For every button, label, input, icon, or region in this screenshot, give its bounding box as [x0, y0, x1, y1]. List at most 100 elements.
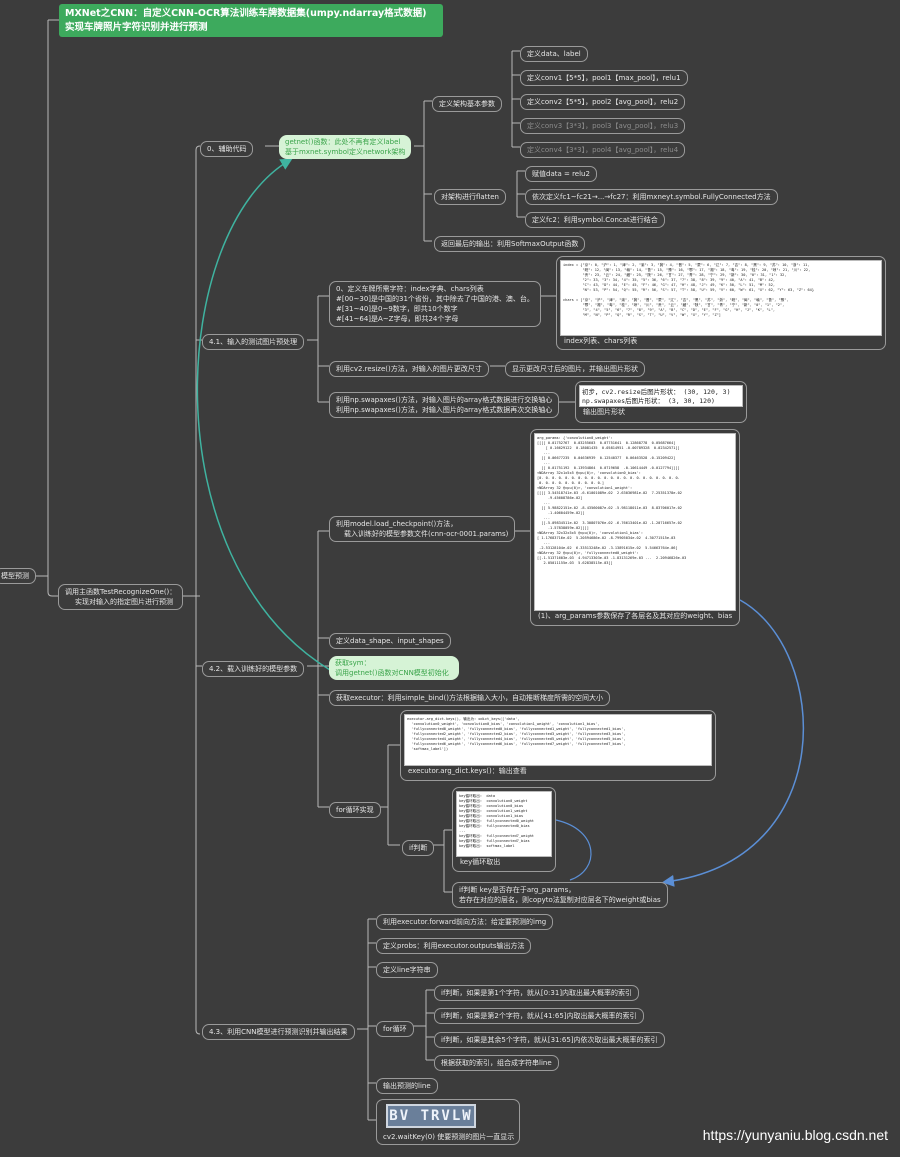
arch-item-0-label: 定义data、label: [527, 50, 581, 58]
node-if-key-in-params[interactable]: if判断 key是否存在于arg_params， 若存在对应的层名，则copyt…: [452, 882, 668, 908]
for-item-0[interactable]: if判断，如果是第1个字符，就从[0:31]内取出最大概率的索引: [434, 985, 640, 1001]
node-forward[interactable]: 利用executor.forward前向方法：给定要预测的img: [376, 914, 554, 930]
define-index-line-3: #[31~40]是0~9数字，即共10个数字: [336, 305, 458, 313]
node-return-output-label: 返回最后的输出：利用SoftmaxOutput函数: [441, 240, 579, 248]
node-load-checkpoint[interactable]: 利用model.load_checkpoint()方法， 载入训练好的模型参数文…: [329, 516, 516, 542]
resize-note-label: 显示更改尺寸后的图片，并输出图片形状: [512, 365, 638, 373]
define-shapes-label: 定义data_shape、input_shapes: [336, 637, 444, 645]
node-line-string[interactable]: 定义line字符串: [376, 962, 438, 978]
for-item-1[interactable]: if判断，如果是第2个字符，就从[41:65]内取出最大概率的索引: [434, 1008, 644, 1024]
root-label: 模型预测: [1, 572, 29, 580]
shape-output-image: 初步，cv2.resize后图片形状： (30, 120, 3) np.swap…: [579, 385, 743, 407]
node-get-sym[interactable]: 获取sym： 调用getnet()函数对CNN模型初始化: [329, 656, 459, 680]
node-flatten-label: 对架构进行flatten: [441, 193, 499, 201]
branch-test-recognize-line-2: 实现对输入的指定图片进行预测: [75, 598, 173, 606]
root-connector: [47, 20, 58, 597]
root-node[interactable]: 模型预测: [0, 568, 36, 584]
arch-item-4[interactable]: 定义conv4【3*3】，pool4【avg_pool】，relu4: [520, 142, 686, 158]
swapaxes-line-1: 利用np.swapaxes()方法，对输入图片的array格式数据进行交换轴心: [336, 396, 553, 404]
arch-item-1[interactable]: 定义conv1【5*5】，pool1【max_pool】，relu1: [520, 70, 688, 86]
executor-label: 获取executor：利用simple_bind()方法根据输入大小，自动推断梯…: [336, 694, 603, 702]
get-sym-line-1: 获取sym：: [335, 659, 371, 667]
arch-item-4-label: 定义conv4【3*3】，pool4【avg_pool】，relu4: [527, 146, 679, 154]
node-probs[interactable]: 定义probs：利用executor.outputs输出方法: [376, 938, 532, 954]
node-define-arch[interactable]: 定义架构基本参数: [432, 96, 502, 112]
title-line-2: 实现车牌照片字符识别并进行预测: [65, 22, 208, 33]
branch-helper-code-label: 0、辅助代码: [207, 145, 247, 153]
index-chars-card[interactable]: index = {"京": 0, "沪": 1, "津": 2, "渝": 3,…: [556, 256, 886, 350]
section-4-3[interactable]: 4.3、利用CNN模型进行预测识别并输出结果: [202, 1024, 355, 1040]
node-swapaxes[interactable]: 利用np.swapaxes()方法，对输入图片的array格式数据进行交换轴心 …: [329, 392, 560, 418]
index-chars-code-image: index = {"京": 0, "沪": 1, "津": 2, "渝": 3,…: [560, 260, 882, 336]
arch-item-3-label: 定义conv3【3*3】，pool3【avg_pool】，relu3: [527, 122, 679, 130]
arg-dict-keys-code: executor.arg_dict.keys(), 输出为: odict_key…: [407, 717, 626, 751]
for-item-2-label: if判断，如果是其余5个字符，就从[31:65]内依次取出最大概率的索引: [441, 1036, 658, 1044]
arg-params-code-image: arg_params: {'convolution0_weight': [[[[…: [534, 433, 736, 611]
index-chars-caption: index列表、chars列表: [564, 337, 638, 345]
node-define-arch-label: 定义架构基本参数: [439, 100, 495, 108]
arg-dict-keys-image: executor.arg_dict.keys(), 输出为: odict_key…: [404, 714, 712, 766]
node-define-shapes[interactable]: 定义data_shape、input_shapes: [329, 633, 451, 649]
load-checkpoint-line-2: 载入训练好的模型参数文件(cnn-ocr-0001.params): [344, 530, 509, 538]
for-loop-label: for循环实现: [336, 806, 374, 814]
getsym-to-getnet-arrow: [196, 158, 331, 671]
cv2-resize-label: 利用cv2.resize()方法，对输入的图片更改尺寸: [336, 365, 482, 373]
branch-test-recognize-line-1: 调用主函数TestRecognizeOne()：: [65, 588, 177, 596]
params-to-copyto-arrow: [662, 599, 805, 887]
section-4-2-label: 4.2、载入训练好的模型参数: [209, 665, 298, 673]
arch-item-3[interactable]: 定义conv3【3*3】，pool3【avg_pool】，relu3: [520, 118, 686, 134]
shape-output-card[interactable]: 初步，cv2.resize后图片形状： (30, 120, 3) np.swap…: [575, 381, 747, 423]
line-string-label: 定义line字符串: [383, 966, 431, 974]
branch-connector: [195, 596, 201, 1035]
node-output-line[interactable]: 输出预测的line: [376, 1078, 438, 1094]
flatten-item-2[interactable]: 定义fc2：利用symbol.Concat进行结合: [525, 212, 665, 228]
key-loop-code: key循环取出: data key循环取出: convolution0_weig…: [459, 794, 534, 848]
arch-item-2[interactable]: 定义conv2【5*5】，pool2【avg_pool】，relu2: [520, 94, 686, 110]
flatten-item-0[interactable]: 赋值data = relu2: [525, 166, 597, 182]
getnet-note-line-1: getnet()函数：此处不再有定义label: [285, 138, 401, 146]
node-cv2-resize[interactable]: 利用cv2.resize()方法，对输入的图片更改尺寸: [329, 361, 489, 377]
branch-test-recognize[interactable]: 调用主函数TestRecognizeOne()： 实现对输入的指定图片进行预测: [58, 584, 184, 610]
shape-line-1: 初步，cv2.resize后图片形状： (30, 120, 3): [582, 388, 731, 396]
node-flatten[interactable]: 对架构进行flatten: [434, 189, 506, 205]
title-line-1: MXNet之CNN：自定义CNN-OCR算法训练车牌数据集(umpy.ndarr…: [65, 8, 427, 19]
arg-dict-keys-caption: executor.arg_dict.keys()：输出查看: [408, 767, 527, 775]
arch-item-2-label: 定义conv2【5*5】，pool2【avg_pool】，relu2: [527, 98, 679, 106]
section-4-1[interactable]: 4.1、输入的测试图片预处理: [202, 334, 305, 350]
arg-params-caption: (1)、arg_params参数保存了各层名及其对应的weight、bias: [538, 612, 733, 620]
arg-params-card[interactable]: arg_params: {'convolution0_weight': [[[[…: [530, 429, 740, 626]
node-if-judge[interactable]: if判断: [402, 840, 435, 856]
for-item-0-label: if判断，如果是第1个字符，就从[0:31]内取出最大概率的索引: [441, 989, 633, 997]
branch-connector: [195, 145, 201, 597]
branch-helper-code[interactable]: 0、辅助代码: [200, 141, 254, 157]
waitkey-caption: cv2.waitKey(0) 使要预测的图片一直显示: [383, 1133, 515, 1141]
get-sym-line-2: 调用getnet()函数对CNN模型初始化: [335, 669, 449, 677]
section-4-2[interactable]: 4.2、载入训练好的模型参数: [202, 661, 305, 677]
probs-label: 定义probs：利用executor.outputs输出方法: [383, 942, 525, 950]
forward-label: 利用executor.forward前向方法：给定要预测的img: [383, 918, 547, 926]
key-loop-card[interactable]: key循环取出: data key循环取出: convolution0_weig…: [452, 787, 556, 872]
node-executor[interactable]: 获取executor：利用simple_bind()方法根据输入大小，自动推断梯…: [329, 690, 610, 706]
node-resize-note[interactable]: 显示更改尺寸后的图片，并输出图片形状: [505, 361, 645, 377]
index-chars-code: index = {"京": 0, "沪": 1, "津": 2, "渝": 3,…: [563, 263, 814, 317]
arg-dict-keys-card[interactable]: executor.arg_dict.keys(), 输出为: odict_key…: [400, 710, 716, 781]
node-return-output[interactable]: 返回最后的输出：利用SoftmaxOutput函数: [434, 236, 586, 252]
for-item-2[interactable]: if判断，如果是其余5个字符，就从[31:65]内依次取出最大概率的索引: [434, 1032, 665, 1048]
load-checkpoint-line-1: 利用model.load_checkpoint()方法，: [336, 520, 458, 528]
for-item-3[interactable]: 根据获取的索引，组合成字符串line: [434, 1055, 559, 1071]
getnet-note[interactable]: getnet()函数：此处不再有定义label 基于mxnet.symbol定义…: [279, 135, 412, 159]
watermark: https://yunyaniu.blog.csdn.net: [702, 1127, 888, 1143]
if-key-line-1: if判断 key是否存在于arg_params，: [459, 886, 576, 894]
node-for-predict[interactable]: for循环: [376, 1021, 414, 1037]
node-for-loop[interactable]: for循环实现: [329, 802, 381, 818]
node-define-index-chars[interactable]: 0、定义车牌所需字符：index字典、chars列表 #[00~30]是中国的3…: [329, 281, 541, 327]
shape-output-caption: 输出图片形状: [583, 408, 625, 416]
arch-item-0[interactable]: 定义data、label: [520, 46, 588, 62]
if-key-line-2: 若存在对应的层名，则copyto法复制对应层名下的weight或bias: [459, 896, 661, 904]
flatten-item-1[interactable]: 依次定义fc1~fc21→...→fc27：利用mxneyt.symbol.Fu…: [525, 189, 778, 205]
arch-item-1-label: 定义conv1【5*5】，pool1【max_pool】，relu1: [527, 74, 681, 82]
define-index-line-2: #[00~30]是中国的31个省份，其中除去了中国的港、澳、台。: [336, 295, 534, 303]
section-4-3-label: 4.3、利用CNN模型进行预测识别并输出结果: [209, 1028, 348, 1036]
key-loop-image: key循环取出: data key循环取出: convolution0_weig…: [456, 791, 552, 857]
